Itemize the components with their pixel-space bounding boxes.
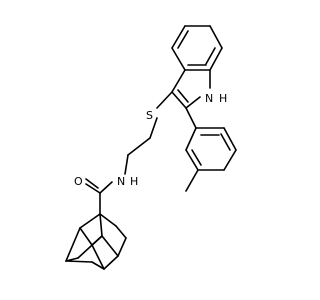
indole-n-atom: N <box>205 92 213 105</box>
methyl-bond <box>185 169 199 192</box>
sulfur-atom: S <box>146 109 153 122</box>
amide-carbonyl <box>85 178 113 215</box>
amide-h-atom: H <box>130 175 138 188</box>
tolyl-ring <box>185 107 237 171</box>
ethyl-linker <box>124 117 158 175</box>
amide-n-atom: N <box>117 175 125 188</box>
amide-o-atom: O <box>74 175 83 188</box>
structure-diagram: N H S N H O <box>65 25 237 270</box>
c3-s-bond <box>156 91 173 109</box>
indole-benzene-ring <box>171 25 223 71</box>
adamantane-cage <box>65 213 127 270</box>
indole-pyrrole-ring <box>171 69 211 109</box>
indole-h-atom: H <box>219 92 227 105</box>
molecule-canvas: N H S N H O <box>65 25 237 270</box>
